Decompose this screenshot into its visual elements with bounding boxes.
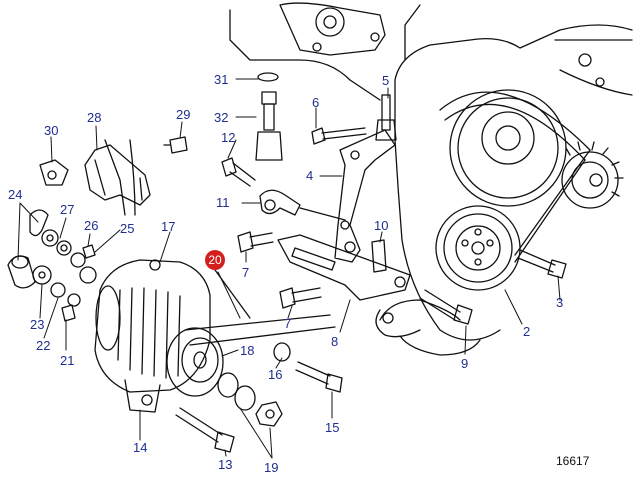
callout-10[interactable]: 10 (374, 218, 389, 233)
callout-17[interactable]: 17 (161, 219, 176, 234)
callout-9[interactable]: 9 (461, 356, 469, 371)
callout-29[interactable]: 29 (176, 107, 191, 122)
callout-14[interactable]: 14 (133, 440, 148, 455)
callout-19[interactable]: 19 (264, 460, 279, 475)
callout-4[interactable]: 4 (306, 168, 314, 183)
callout-12[interactable]: 12 (221, 130, 236, 145)
callout-11[interactable]: 11 (216, 195, 230, 210)
callout-13[interactable]: 13 (218, 457, 233, 472)
callout-18[interactable]: 18 (240, 343, 255, 358)
bolt-9 (420, 290, 472, 324)
callout-31[interactable]: 31 (214, 72, 229, 87)
callout-27[interactable]: 27 (60, 202, 75, 217)
bracket-4 (335, 130, 395, 262)
alternator-17 (95, 260, 210, 412)
clamp-11 (260, 190, 345, 220)
bolt-29 (164, 137, 187, 153)
callout-21[interactable]: 21 (60, 353, 75, 368)
callout-20-highlighted[interactable]: 20 (205, 250, 225, 270)
washers-19 (218, 343, 290, 426)
adjuster-link-8 (278, 235, 410, 300)
crankshaft-pulley (436, 206, 520, 290)
belt-20 (185, 270, 335, 345)
callout-3[interactable]: 3 (556, 295, 564, 310)
pulley-18 (167, 328, 223, 396)
callout-6[interactable]: 6 (312, 95, 320, 110)
bolt-7 (238, 232, 321, 308)
callout-5[interactable]: 5 (382, 73, 390, 88)
bolt-15 (296, 362, 342, 392)
callout-8[interactable]: 8 (331, 334, 339, 349)
callout-26[interactable]: 26 (84, 218, 99, 233)
bracket-28 (85, 140, 150, 215)
drive-belt-right (440, 92, 590, 262)
fitting-30 (40, 160, 68, 185)
engine-block (230, 3, 632, 355)
callout-23[interactable]: 23 (30, 317, 45, 332)
callout-16[interactable]: 16 (268, 367, 283, 382)
callout-24[interactable]: 24 (8, 187, 23, 202)
callout-30[interactable]: 30 (44, 123, 59, 138)
fan-gear (562, 142, 623, 208)
callout-22[interactable]: 22 (36, 338, 51, 353)
bolt-6 (312, 128, 366, 144)
callout-15[interactable]: 15 (325, 420, 340, 435)
leader-lines (18, 79, 560, 458)
bolt-5 (376, 95, 396, 140)
fitting-31-32 (256, 73, 282, 160)
stud-10 (372, 240, 386, 272)
washers-left (33, 230, 96, 321)
callout-7-upper[interactable]: 7 (242, 265, 250, 280)
callout-25[interactable]: 25 (120, 221, 135, 236)
figure-number: 16617 (556, 454, 590, 468)
fitting-12 (222, 158, 255, 186)
callout-2[interactable]: 2 (523, 324, 531, 339)
bolt-13 (176, 408, 234, 452)
upper-pulley (450, 90, 566, 206)
callout-28[interactable]: 28 (87, 110, 102, 125)
bolt-3 (518, 250, 566, 278)
callout-32[interactable]: 32 (214, 110, 229, 125)
hose-24 (8, 210, 48, 288)
callout-7-lower[interactable]: 7 (284, 316, 292, 331)
